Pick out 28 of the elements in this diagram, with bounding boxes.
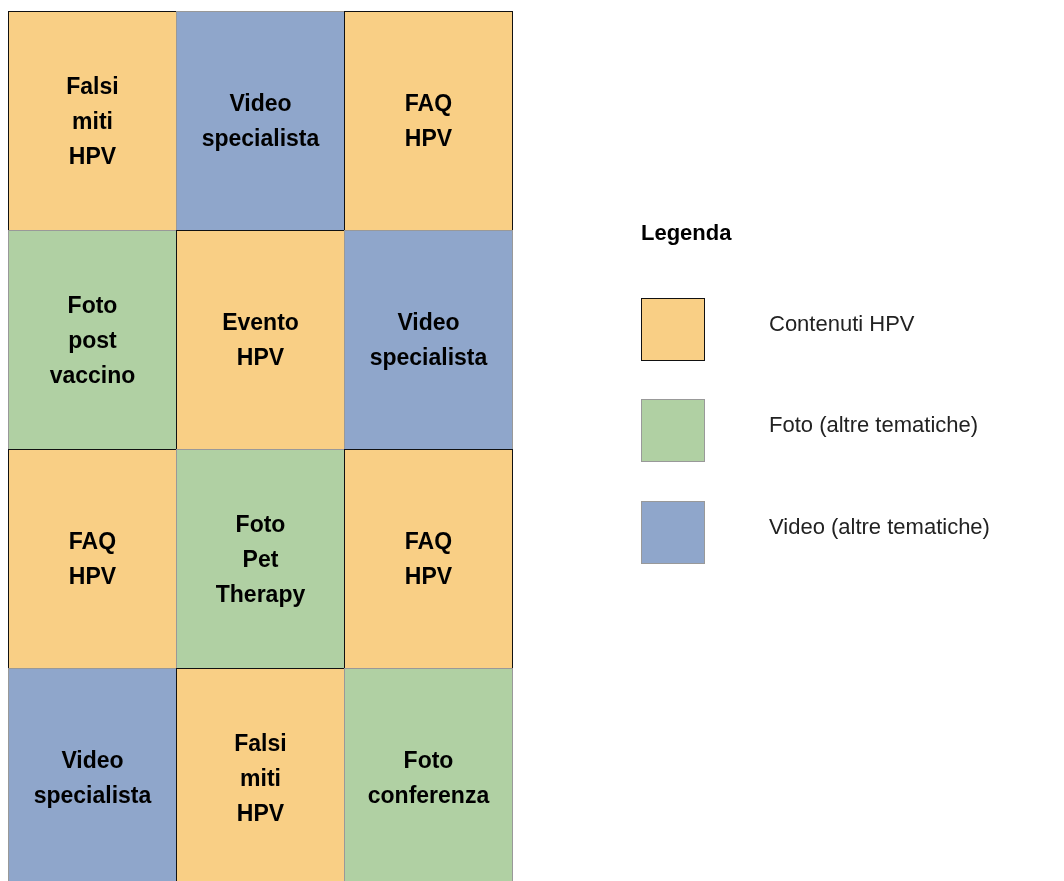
tile-label: Evento HPV	[222, 308, 299, 372]
media-tile	[8, 230, 177, 450]
media-tile	[344, 230, 513, 450]
media-tile	[8, 668, 177, 881]
tile-label: Foto Pet Therapy	[215, 509, 306, 609]
tile-label: Foto conferenza	[367, 746, 490, 810]
tile-label: Video specialista	[33, 746, 152, 810]
tile-label: FAQ HPV	[68, 527, 117, 591]
content-tile	[176, 668, 345, 881]
content-tile	[8, 11, 177, 231]
legend-label: Video (altre tematiche)	[769, 514, 990, 540]
content-tile	[344, 449, 513, 669]
media-tile	[176, 449, 345, 669]
legend-label: Foto (altre tematiche)	[769, 412, 979, 438]
tile-label: Video specialista	[369, 308, 488, 372]
tile-label: FAQ HPV	[404, 89, 453, 153]
tile-label: Video specialista	[201, 89, 320, 153]
tile-label: Foto post vaccino	[49, 290, 136, 390]
media-tile	[176, 11, 345, 231]
tile-label: FAQ HPV	[404, 527, 453, 591]
content-tile	[344, 11, 513, 231]
content-tile	[8, 449, 177, 669]
tile-label: Falsi miti HPV	[234, 728, 287, 828]
legend-title: Legenda	[641, 220, 732, 246]
legend-label: Contenuti HPV	[769, 311, 915, 337]
tile-label: Falsi miti HPV	[66, 71, 119, 171]
content-tile	[176, 230, 345, 450]
media-tile	[344, 668, 513, 881]
